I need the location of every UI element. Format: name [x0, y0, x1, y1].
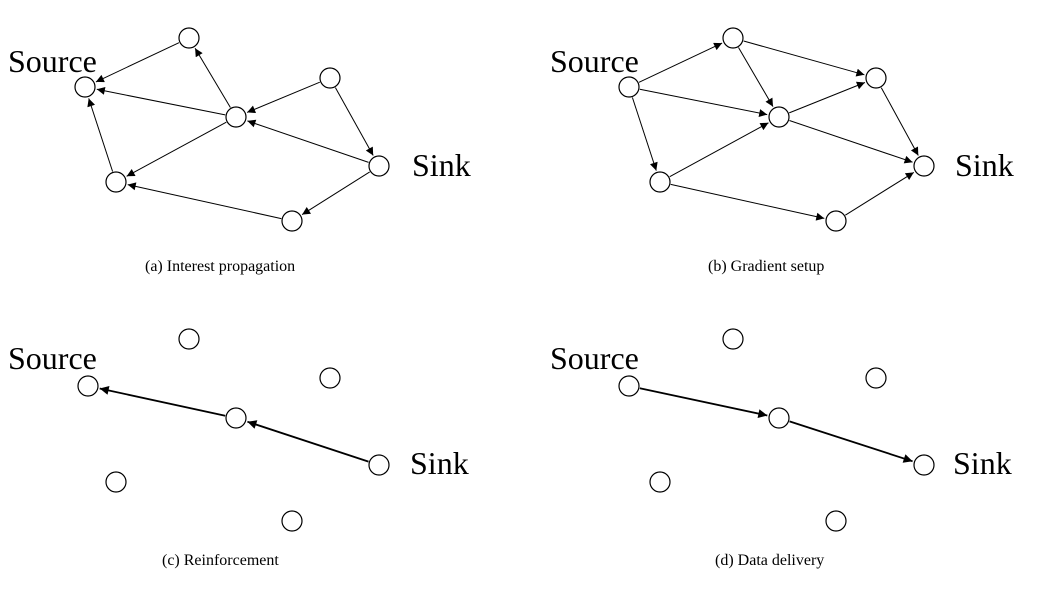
panel-caption: (b) Gradient setup — [708, 258, 824, 275]
arrow-edge — [247, 420, 369, 463]
arrow-edge — [96, 86, 226, 116]
arrow-edge — [99, 386, 226, 417]
sensor-node — [225, 106, 247, 128]
arrow-edge — [127, 182, 282, 220]
sensor-node — [178, 27, 200, 49]
arrow-edge — [194, 48, 231, 108]
source-node — [77, 375, 99, 397]
sink-label: Sink — [953, 445, 1012, 481]
arrow-edge — [334, 87, 374, 156]
arrow-edge — [639, 387, 768, 419]
arrow-edge — [87, 98, 114, 172]
sensor-node — [649, 171, 671, 193]
sensor-node — [722, 328, 744, 350]
sink-node — [368, 454, 390, 476]
panel-caption: (c) Reinforcement — [162, 552, 279, 569]
sensor-node — [105, 171, 127, 193]
source-label: Source — [8, 340, 97, 376]
arrow-edge — [789, 420, 913, 463]
source-node — [618, 375, 640, 397]
arrow-edge — [638, 42, 723, 83]
sink-label: Sink — [410, 445, 469, 481]
sensor-node — [865, 67, 887, 89]
sensor-node — [768, 407, 790, 429]
panel-caption: (d) Data delivery — [715, 552, 824, 569]
arrow-edge — [669, 122, 769, 178]
sensor-node — [319, 67, 341, 89]
panel-caption: (a) Interest propagation — [145, 258, 295, 275]
arrow-edge — [95, 42, 180, 83]
panel-data-delivery: Source Sink (d) Data delivery — [550, 328, 1012, 569]
source-node — [618, 76, 640, 98]
sensor-node — [649, 471, 671, 493]
sensor-node — [768, 106, 790, 128]
sink-node — [913, 155, 935, 177]
arrow-edge — [789, 120, 913, 164]
sink-node — [368, 155, 390, 177]
sensor-node — [105, 471, 127, 493]
source-label: Source — [8, 43, 97, 79]
panel-gradient-setup: Source Sink (b) Gradient setup — [550, 27, 1014, 275]
arrow-edge — [738, 47, 774, 107]
arrow-edge — [880, 87, 919, 156]
sensor-node — [281, 210, 303, 232]
sensor-node — [825, 210, 847, 232]
sensor-node — [865, 367, 887, 389]
arrow-edge — [247, 119, 369, 163]
arrow-edge — [631, 97, 658, 171]
source-label: Source — [550, 340, 639, 376]
sensor-node — [825, 510, 847, 532]
arrow-edge — [126, 121, 227, 177]
sensor-node — [281, 510, 303, 532]
arrow-edge — [845, 171, 915, 216]
panel-reinforcement: Source Sink (c) Reinforcement — [8, 328, 469, 569]
sensor-node — [178, 328, 200, 350]
arrow-edge — [639, 88, 768, 117]
panel-interest-propagation: Source Sink (a) Interest propagation — [8, 27, 471, 275]
sensor-node — [722, 27, 744, 49]
source-node — [74, 76, 96, 98]
arrow-edge — [301, 171, 370, 216]
sensor-node — [319, 367, 341, 389]
arrow-edge — [246, 81, 320, 114]
arrow-edge — [789, 81, 866, 114]
arrow-edge — [670, 183, 825, 221]
sink-node — [913, 454, 935, 476]
sink-label: Sink — [955, 147, 1014, 183]
arrow-edge — [743, 40, 865, 77]
sensor-node — [225, 407, 247, 429]
source-label: Source — [550, 43, 639, 79]
sink-label: Sink — [412, 147, 471, 183]
